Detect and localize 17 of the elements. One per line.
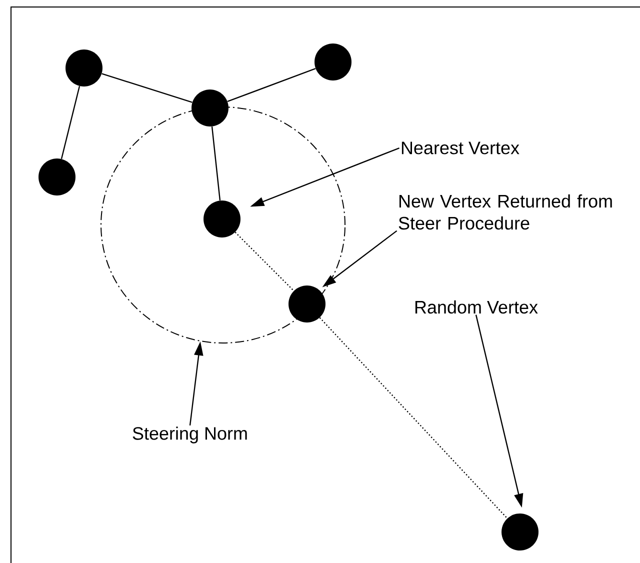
label-text: New Vertex Returned from Steer Procedure — [398, 194, 612, 230]
label-text: Random Vertex — [415, 300, 538, 314]
dotted-line — [234, 232, 294, 292]
dotted-line — [319, 317, 508, 519]
steering-circle — [100, 106, 346, 344]
vertex-dot — [192, 90, 228, 126]
label-text: Steering Norm — [132, 426, 247, 444]
vertex-dot — [66, 50, 102, 86]
vertex-dot — [204, 200, 240, 238]
vertex-dot — [314, 44, 352, 80]
vertex-dot — [38, 158, 76, 196]
vertex-dot — [502, 514, 538, 550]
tree-edge — [102, 73, 192, 103]
tree-edge — [60, 86, 80, 159]
tree-edge — [211, 126, 221, 200]
tree-edge — [227, 68, 316, 102]
label-text: Nearest Vertex — [402, 142, 520, 154]
